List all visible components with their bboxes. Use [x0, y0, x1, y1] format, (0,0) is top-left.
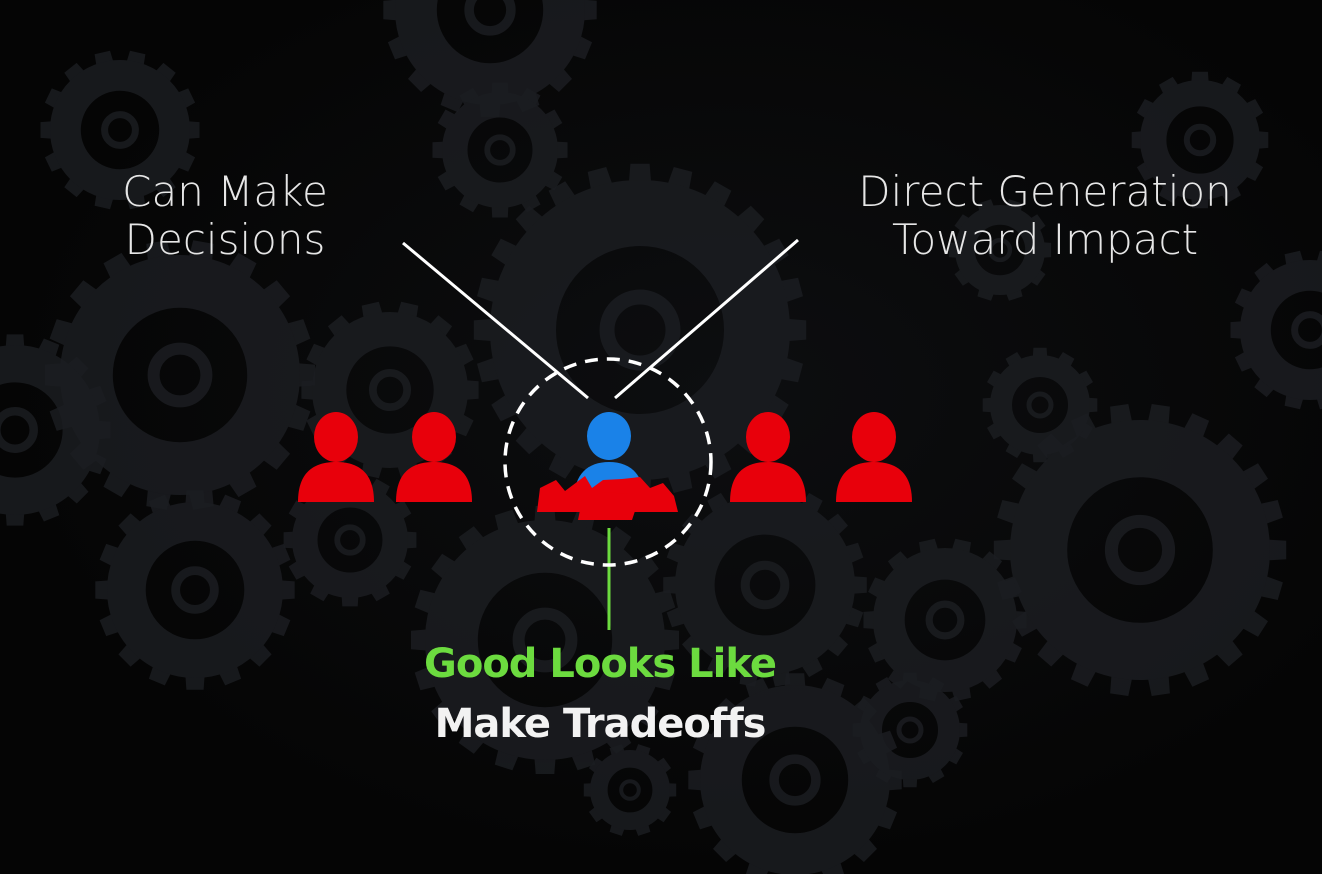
person-icon [298, 412, 374, 502]
gear-icon [982, 347, 1098, 463]
gear-icon [411, 506, 679, 774]
person-icon [396, 412, 472, 502]
label-line: Direct Generation [858, 167, 1232, 216]
label-line: Can Make [122, 167, 328, 216]
label-line: Decisions [124, 215, 326, 264]
gear-icon [432, 82, 568, 218]
connector-line-left [402, 241, 589, 400]
gear-icon [95, 490, 295, 690]
crowd-icon [537, 476, 678, 520]
gear-icon [863, 538, 1027, 702]
gear-icon [301, 301, 479, 479]
label-can-make-decisions: Can Make Decisions [95, 168, 355, 264]
gear-icon [1131, 71, 1269, 209]
gear-icon [40, 50, 200, 210]
gear-icon [688, 673, 902, 874]
label-line: Toward Impact [891, 215, 1199, 264]
leader-person-icon [537, 412, 678, 520]
label-make-tradeoffs: Make Tradeoffs [434, 701, 767, 747]
label-good-looks-like: Good Looks Like [424, 641, 777, 687]
highlight-circle [503, 357, 713, 567]
gear-icon [1230, 250, 1322, 410]
gear-icon [852, 672, 968, 788]
gear-icon [948, 199, 1052, 301]
gear-icon [0, 334, 111, 526]
person-icon [836, 412, 912, 502]
gear-icon [45, 240, 315, 510]
gear-icon [663, 483, 867, 687]
gear-icon [583, 744, 677, 836]
label-direct-generation: Direct Generation Toward Impact [830, 168, 1260, 264]
gear-icon [993, 404, 1287, 696]
gear-icon [383, 0, 597, 117]
person-icon [730, 412, 806, 502]
connector-line-right [614, 238, 799, 400]
